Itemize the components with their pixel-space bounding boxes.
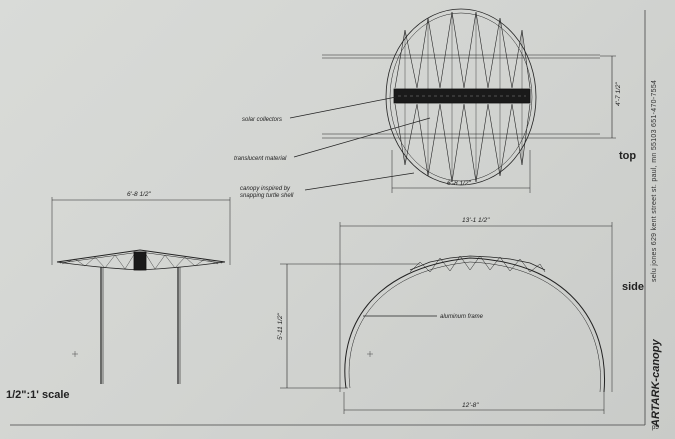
top-view (322, 8, 616, 193)
dim-top-height: 4'-7 1/2" (615, 82, 622, 106)
side-view (280, 222, 613, 414)
title-block-info: selu jones 629 kent street st. paul, mn … (651, 79, 658, 282)
dim-front-width: 6'-8 1/2" (127, 191, 151, 198)
label-aluminum-frame: aluminum frame (440, 314, 484, 320)
label-translucent-material: translucent material (234, 156, 287, 162)
solar-collector-bar (393, 88, 531, 104)
title-block-title: ARTARK-canopy (650, 339, 662, 427)
center-marks (72, 351, 373, 357)
front-view (51, 197, 231, 384)
view-label-side: side (622, 281, 645, 293)
view-label-top: top (619, 150, 637, 162)
label-canopy-1: canopy inspired by (240, 186, 291, 192)
page-number: p5 (652, 425, 659, 431)
dim-side-top: 13'-1 1/2" (462, 217, 490, 224)
label-canopy-2: snapping turtle shell (240, 193, 294, 199)
dim-top-width: 6'-8 1/2" (447, 180, 471, 187)
dim-side-height: 5'-11 1/2" (277, 312, 284, 340)
label-leaders (289, 96, 437, 317)
dim-side-bottom: 12'-8" (462, 402, 479, 409)
sheet-frame (10, 10, 646, 426)
scale-label: 1/2":1' scale (6, 389, 70, 401)
label-solar-collectors: solar collectors (242, 117, 282, 123)
